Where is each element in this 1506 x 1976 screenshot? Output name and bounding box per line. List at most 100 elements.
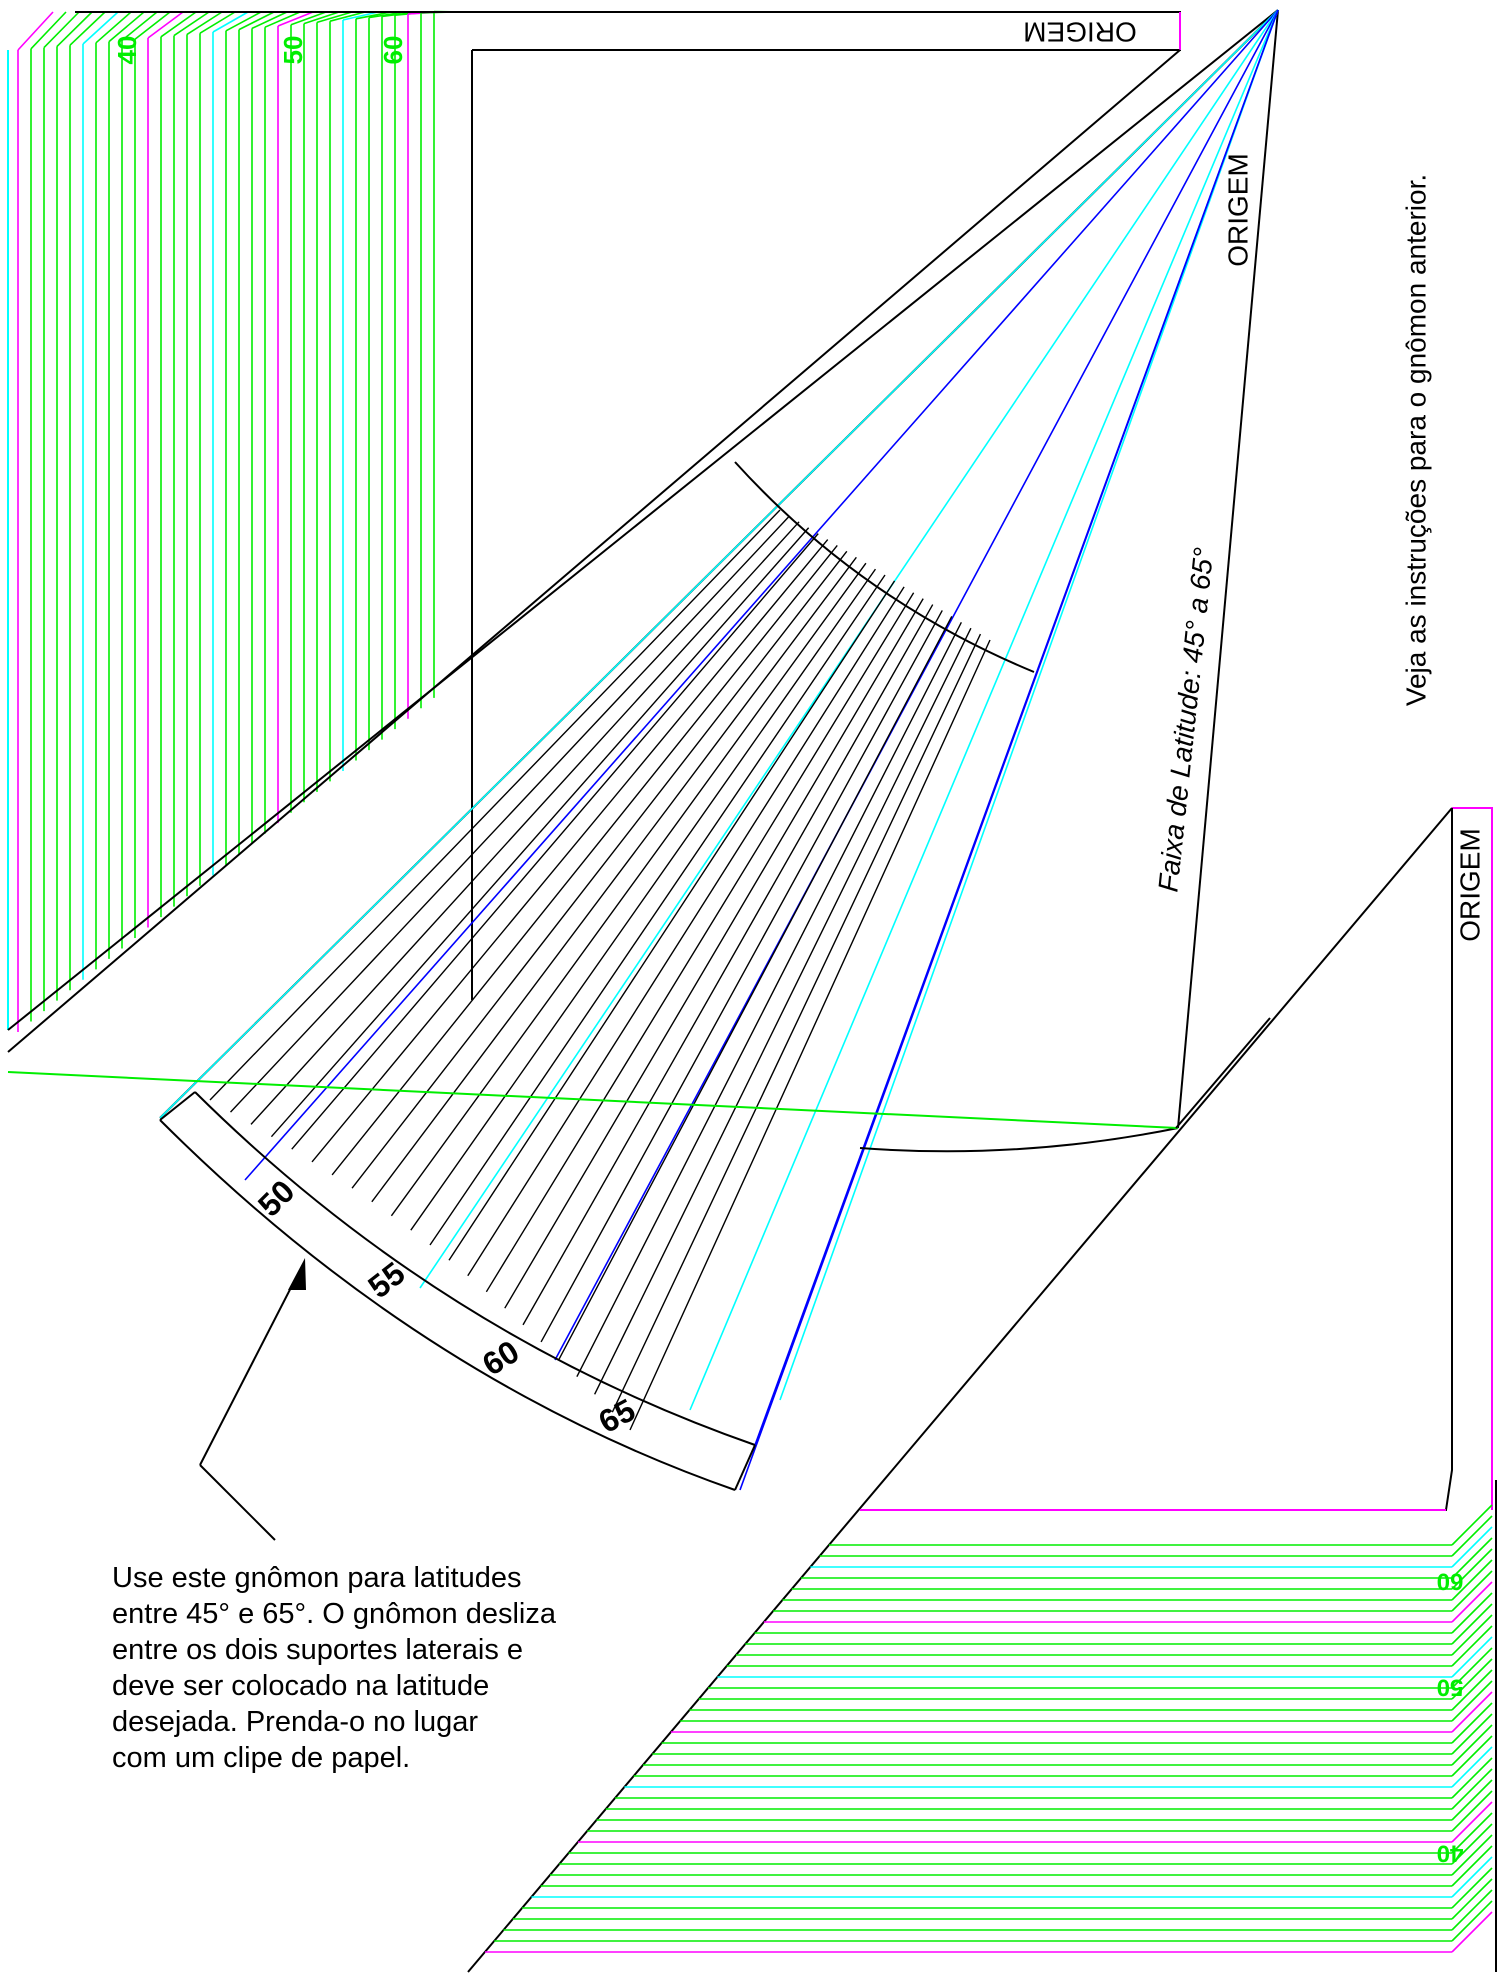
fan-graduation — [351, 550, 848, 1189]
fan-ray — [244, 9, 1279, 1181]
arc-label-50: 50 — [251, 1173, 302, 1224]
top-scale-slant — [342, 11, 379, 21]
fan-ray — [779, 9, 1279, 1401]
right-scale-slant — [1451, 1724, 1493, 1766]
top-scale-slant — [212, 11, 249, 33]
origin-right-label: ORIGEM — [1454, 828, 1485, 942]
top-scale-slant — [69, 11, 106, 46]
right-scale-label-60: 60 — [1437, 1568, 1464, 1595]
top-scale-slant — [303, 11, 340, 25]
fan-graduation — [371, 556, 857, 1203]
top-scale-slant — [238, 11, 275, 31]
fan-graduation — [558, 616, 953, 1360]
top-scale-slant — [43, 11, 80, 49]
scale-inner-arc — [194, 1091, 756, 1446]
fan-ray — [739, 9, 1279, 1491]
top-left-support: ORIGEM 40 50 60 — [7, 10, 1181, 1032]
fan-graduation — [390, 562, 867, 1217]
right-scale-slant — [1451, 1867, 1493, 1909]
fan-graduation — [522, 604, 934, 1326]
right-scale-slant — [1451, 1559, 1493, 1601]
right-scale-slant — [1451, 1845, 1493, 1887]
fan-graduation — [629, 639, 991, 1431]
fan-graduation — [230, 515, 791, 1113]
right-scale-slant — [1451, 1625, 1493, 1667]
fan-graduation — [331, 545, 838, 1176]
right-scale-slant — [1451, 1779, 1493, 1821]
right-scale-slant — [1451, 1823, 1493, 1865]
right-scale-slant — [1451, 1911, 1493, 1953]
gnomon-fan-lines — [159, 9, 1279, 1491]
scale-outer-arc — [159, 1119, 736, 1491]
fan-graduation — [291, 533, 819, 1150]
right-scale-slant — [1451, 1570, 1493, 1612]
fan-graduation — [311, 539, 829, 1163]
right-scale-slant — [1451, 1636, 1493, 1678]
arc-label-65: 65 — [593, 1392, 641, 1440]
top-scale-slant — [95, 11, 132, 44]
lower-arc — [859, 1127, 1179, 1153]
right-scale-slant — [1451, 1658, 1493, 1700]
top-scale-slant — [264, 11, 301, 28]
latitude-reference-line — [7, 1071, 1179, 1129]
right-scale-slant — [1451, 1812, 1493, 1854]
right-scale-slant — [1451, 1889, 1493, 1931]
fan-ray — [689, 9, 1279, 1411]
right-scale-slant — [1451, 1592, 1493, 1634]
right-scale-slant — [1451, 1515, 1493, 1557]
fan-ray — [159, 9, 1279, 1119]
fan-graduation — [576, 621, 962, 1378]
top-scale-slant — [225, 11, 262, 32]
right-scale-slant — [1451, 1537, 1493, 1579]
fan-graduation — [209, 509, 781, 1101]
right-scale-slant — [1451, 1702, 1493, 1744]
inner-arc — [734, 461, 1035, 673]
right-scale-slant — [1451, 1735, 1493, 1777]
right-scale-slant — [1451, 1713, 1493, 1755]
right-support: ORIGEM 60 50 40 — [467, 807, 1497, 1973]
right-scale-slant — [1451, 1801, 1493, 1843]
top-scale-slant — [355, 11, 392, 20]
right-scale-slant — [1451, 1581, 1493, 1623]
top-scale-slant — [251, 11, 288, 30]
gnomon-body: ORIGEM Faixa de Latitude: 45° a 65° — [7, 9, 1279, 1491]
top-scale-slant — [121, 11, 158, 42]
right-support-diagonal — [467, 807, 1453, 1973]
right-support-scale-lines — [484, 1504, 1493, 1953]
fan-ray — [554, 9, 1279, 1361]
top-scale-slant — [186, 11, 223, 36]
arc-label-60: 60 — [476, 1333, 525, 1382]
right-scale-slant — [1451, 1669, 1493, 1711]
right-scale-slant — [1451, 1548, 1493, 1590]
top-scale-slant — [17, 11, 54, 51]
fan-graduation — [594, 627, 972, 1395]
top-scale-slant — [316, 11, 353, 24]
right-scale-slant — [1451, 1614, 1493, 1656]
top-scale-slant — [199, 11, 236, 34]
arrow-head — [288, 1258, 306, 1290]
top-scale-slant — [277, 11, 314, 27]
top-scale-slant — [82, 11, 119, 45]
fan-graduation — [429, 574, 886, 1246]
right-scale-slant — [1451, 1680, 1493, 1722]
right-scale-slant — [1451, 1757, 1493, 1799]
top-scale-slant — [56, 11, 93, 47]
right-scale-slant — [1451, 1900, 1493, 1942]
gnomon-right-edge — [1177, 9, 1279, 1129]
fan-graduation — [504, 598, 924, 1309]
right-scale-slant — [1451, 1504, 1493, 1546]
latitude-band-label: Faixa de Latitude: 45° a 65° — [1152, 546, 1219, 894]
fan-graduation — [270, 527, 810, 1138]
right-scale-slant — [1451, 1790, 1493, 1832]
top-scale-slant — [108, 11, 145, 43]
top-scale-label-50: 50 — [278, 36, 308, 65]
top-scale-slant — [329, 11, 366, 22]
instructions-text: Use este gnômon para latitudes entre 45°… — [112, 1562, 556, 1774]
top-scale-label-60: 60 — [378, 36, 408, 65]
top-scale-slant — [30, 11, 67, 50]
right-scale-slant — [1451, 1691, 1493, 1733]
fan-graduation — [485, 592, 915, 1293]
right-scale-slant — [1451, 1526, 1493, 1568]
right-scale-slant — [1451, 1647, 1493, 1689]
